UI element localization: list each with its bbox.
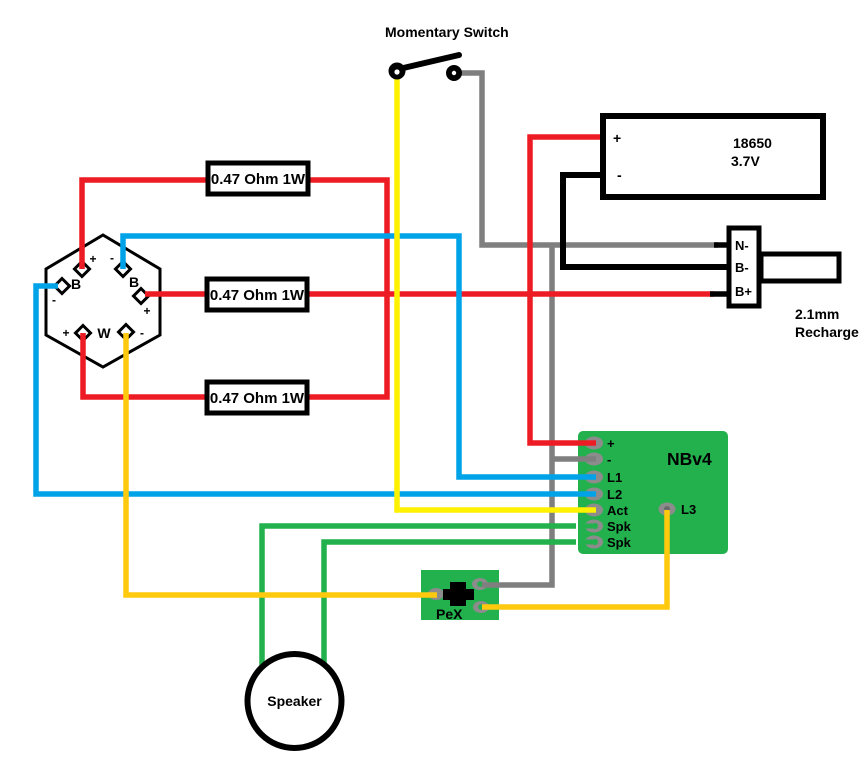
driver-pin-l3-label: L3 (681, 502, 696, 517)
driver-pin-spk1-label: Spk (607, 519, 632, 534)
driver-board-body (578, 431, 728, 554)
resistor-2-body (204, 276, 310, 313)
wire-battery-minus-to-b-minus (560, 172, 731, 270)
switch-terminal-right-hole (451, 70, 457, 76)
wire-led-minus-to-l2-blue (33, 283, 596, 497)
speaker-body (244, 651, 345, 751)
recharge-port: N- B- B+ 2.1mm Recharge (726, 225, 859, 340)
driver-pin-spk2-label: Spk (607, 535, 632, 550)
resistor-3-label: 0.47 Ohm 1W (210, 390, 305, 407)
driver-pin-act-label: Act (607, 503, 629, 518)
led-label-top-plus: + (89, 252, 96, 266)
recharge-caption-word: Recharge (795, 324, 859, 340)
battery-model-label: 18650 (733, 135, 772, 151)
led-label-right-b: B (129, 274, 139, 290)
driver-pad-spk1-slot (583, 523, 595, 529)
wire-l3-to-pex-gold (482, 510, 670, 610)
wire-battery-plus-to-driver-red (527, 134, 603, 446)
recharge-body (726, 225, 762, 309)
recharge-pin-b-minus: B- (735, 260, 749, 275)
wire-switch-to-recharge-gray (454, 70, 718, 248)
wire-switch-to-act-yellow (394, 79, 596, 513)
pex-board-title: PeX (436, 606, 463, 622)
resistor-3-body (204, 379, 310, 416)
wire-led-minus-to-l1-blue (120, 233, 596, 480)
resistor-3: 0.47 Ohm 1W (204, 379, 310, 416)
switch-label: Momentary Switch (385, 24, 509, 40)
battery: + - 18650 3.7V (600, 113, 826, 200)
battery-body (600, 113, 826, 200)
speaker-label: Speaker (267, 693, 322, 709)
driver-board: + - L1 L2 Act Spk Spk L3 NBv4 (578, 431, 728, 554)
battery-voltage-label: 3.7V (731, 153, 760, 169)
wire-resistor-loop-red (79, 177, 390, 400)
resistor-1-body (205, 160, 311, 197)
resistor-1-label: 0.47 Ohm 1W (211, 171, 306, 188)
pex-pad-top-right-hole (477, 581, 483, 587)
wire-spk1-to-speaker-green (259, 523, 576, 667)
speaker: Speaker (244, 651, 345, 751)
wire-spk2-to-speaker-green (321, 539, 576, 664)
driver-pin-plus-label: + (607, 436, 615, 451)
switch-terminal-left-hole (394, 69, 400, 75)
driver-pin-minus-label: - (607, 452, 611, 467)
led-label-bottom-plus: + (62, 326, 69, 340)
led-label-left-b: B (71, 276, 81, 292)
recharge-pin-n-minus: N- (735, 238, 749, 253)
led-module: + - B B - + + W - (44, 233, 162, 369)
wire-led-w-to-pex-gold (123, 333, 437, 598)
momentary-switch: Momentary Switch (385, 24, 509, 81)
resistor-1: 0.47 Ohm 1W (205, 160, 311, 197)
pex-jack-bar (443, 589, 474, 600)
driver-pin-l2-label: L2 (607, 487, 622, 502)
driver-board-title: NBv4 (667, 449, 712, 469)
led-label-top-minus: - (110, 251, 114, 265)
wire-gray-branch-to-pex (482, 245, 555, 588)
resistor-2-label: 0.47 Ohm 1W (210, 287, 305, 304)
led-label-bottom-minus: - (140, 326, 144, 340)
recharge-barrel (758, 251, 842, 284)
recharge-caption-size: 2.1mm (795, 306, 839, 322)
driver-pad-spk2-slot (583, 539, 595, 545)
battery-plus-label: + (613, 130, 621, 146)
led-label-left-minus: - (52, 293, 56, 307)
battery-minus-label: - (617, 167, 622, 183)
switch-lever (396, 52, 462, 72)
resistor-2: 0.47 Ohm 1W (204, 276, 310, 313)
recharge-pin-b-plus: B+ (735, 284, 752, 299)
led-label-bottom-w: W (97, 325, 111, 341)
led-label-right-plus: + (143, 304, 150, 318)
driver-pin-l1-label: L1 (607, 470, 622, 485)
